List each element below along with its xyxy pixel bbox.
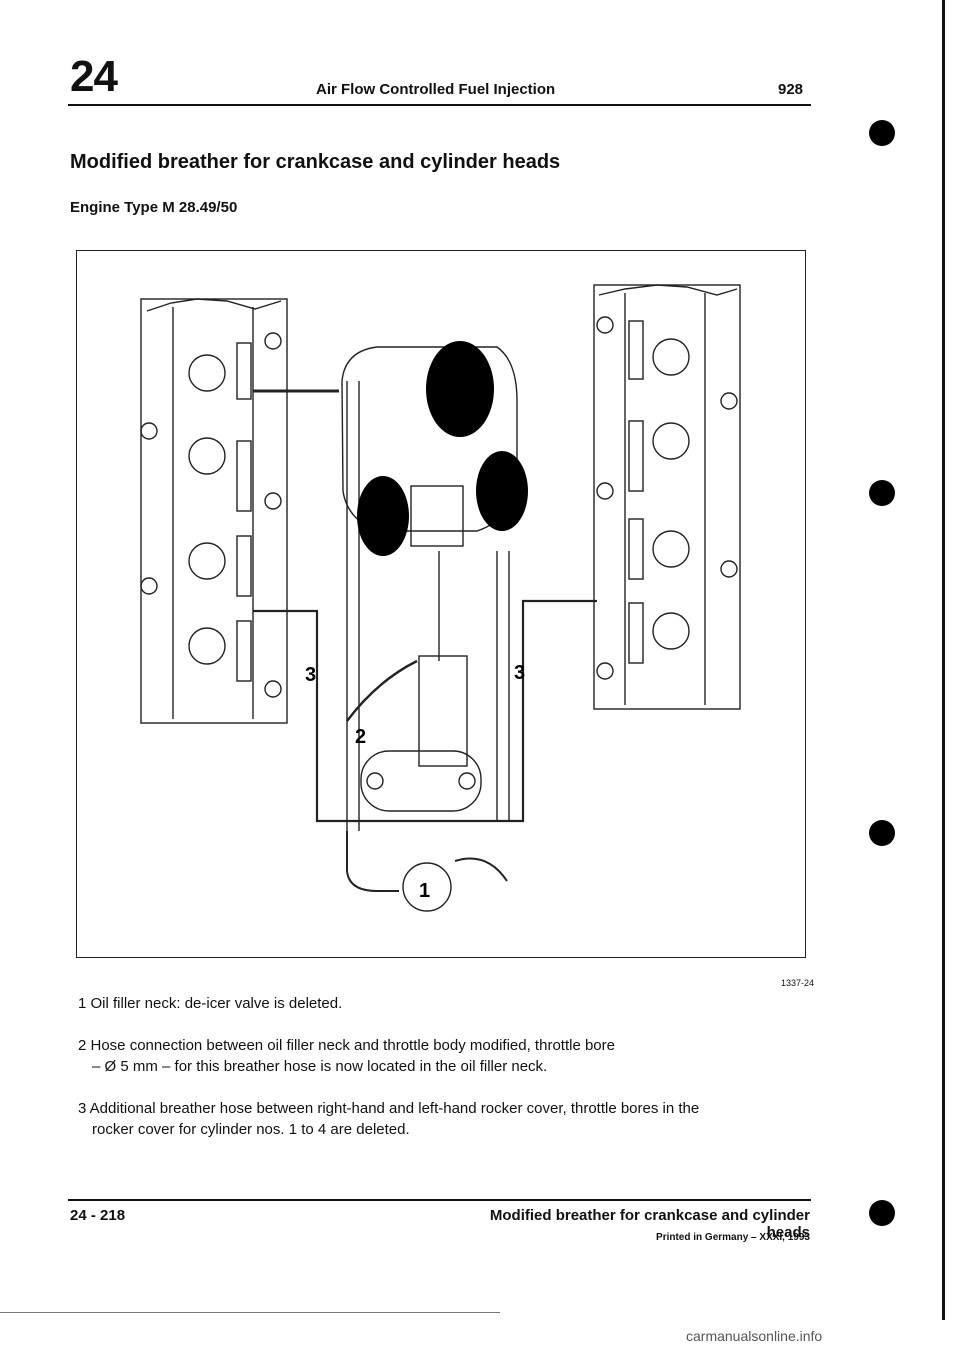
page-bottom-edge	[0, 1312, 500, 1313]
watermark: carmanualsonline.info	[686, 1328, 823, 1344]
footer-rule	[68, 1199, 811, 1201]
binder-hole	[869, 820, 895, 846]
caption-2-line-2: – Ø 5 mm – for this breather hose is now…	[92, 1058, 548, 1075]
page-title: Modified breather for crankcase and cyli…	[70, 151, 561, 173]
breather-diagram: 1 2 3 3	[140, 284, 741, 912]
chapter-title: Air Flow Controlled Fuel Injection	[316, 81, 556, 98]
throttle-bore-right	[476, 451, 528, 531]
caption-3-line-2: rocker cover for cylinder nos. 1 to 4 ar…	[92, 1121, 410, 1138]
callout-3-right: 3	[514, 662, 525, 684]
figure-reference: 1337-24	[781, 978, 815, 988]
engine-type: Engine Type M 28.49/50	[70, 199, 238, 216]
throttle-bore-top	[426, 341, 494, 437]
binder-hole	[869, 1200, 895, 1226]
breather-hose-3	[253, 599, 597, 823]
page-edge	[942, 0, 945, 1320]
figure-frame: 1 2 3 3	[76, 250, 806, 958]
caption-3: 3 Additional breather hose between right…	[78, 1098, 699, 1140]
caption-2-line-1: 2 Hose connection between oil filler nec…	[78, 1037, 615, 1054]
left-rocker-cover	[140, 298, 288, 724]
caption-1: 1 Oil filler neck: de-icer valve is dele…	[78, 995, 343, 1012]
caption-2: 2 Hose connection between oil filler nec…	[78, 1035, 615, 1077]
throttle-bore-left	[357, 476, 409, 556]
header-rule	[68, 104, 811, 106]
model-number: 928	[778, 81, 804, 98]
binder-hole	[869, 120, 895, 146]
right-rocker-cover	[593, 284, 741, 710]
breather-hose-2	[346, 659, 418, 722]
oil-filler-neck	[402, 862, 452, 912]
page-number: 24 - 218	[70, 1207, 126, 1224]
callout-3-left: 3	[305, 664, 316, 686]
caption-3-line-1: 3 Additional breather hose between right…	[78, 1100, 700, 1117]
callout-2: 2	[355, 726, 366, 748]
callout-1: 1	[419, 880, 430, 902]
binder-hole	[869, 480, 895, 506]
footer-section-title: Modified breather for crankcase and cyli…	[489, 1207, 810, 1241]
print-info: Printed in Germany – XXXI, 1993	[656, 1232, 810, 1243]
chapter-number: 24	[70, 52, 118, 101]
